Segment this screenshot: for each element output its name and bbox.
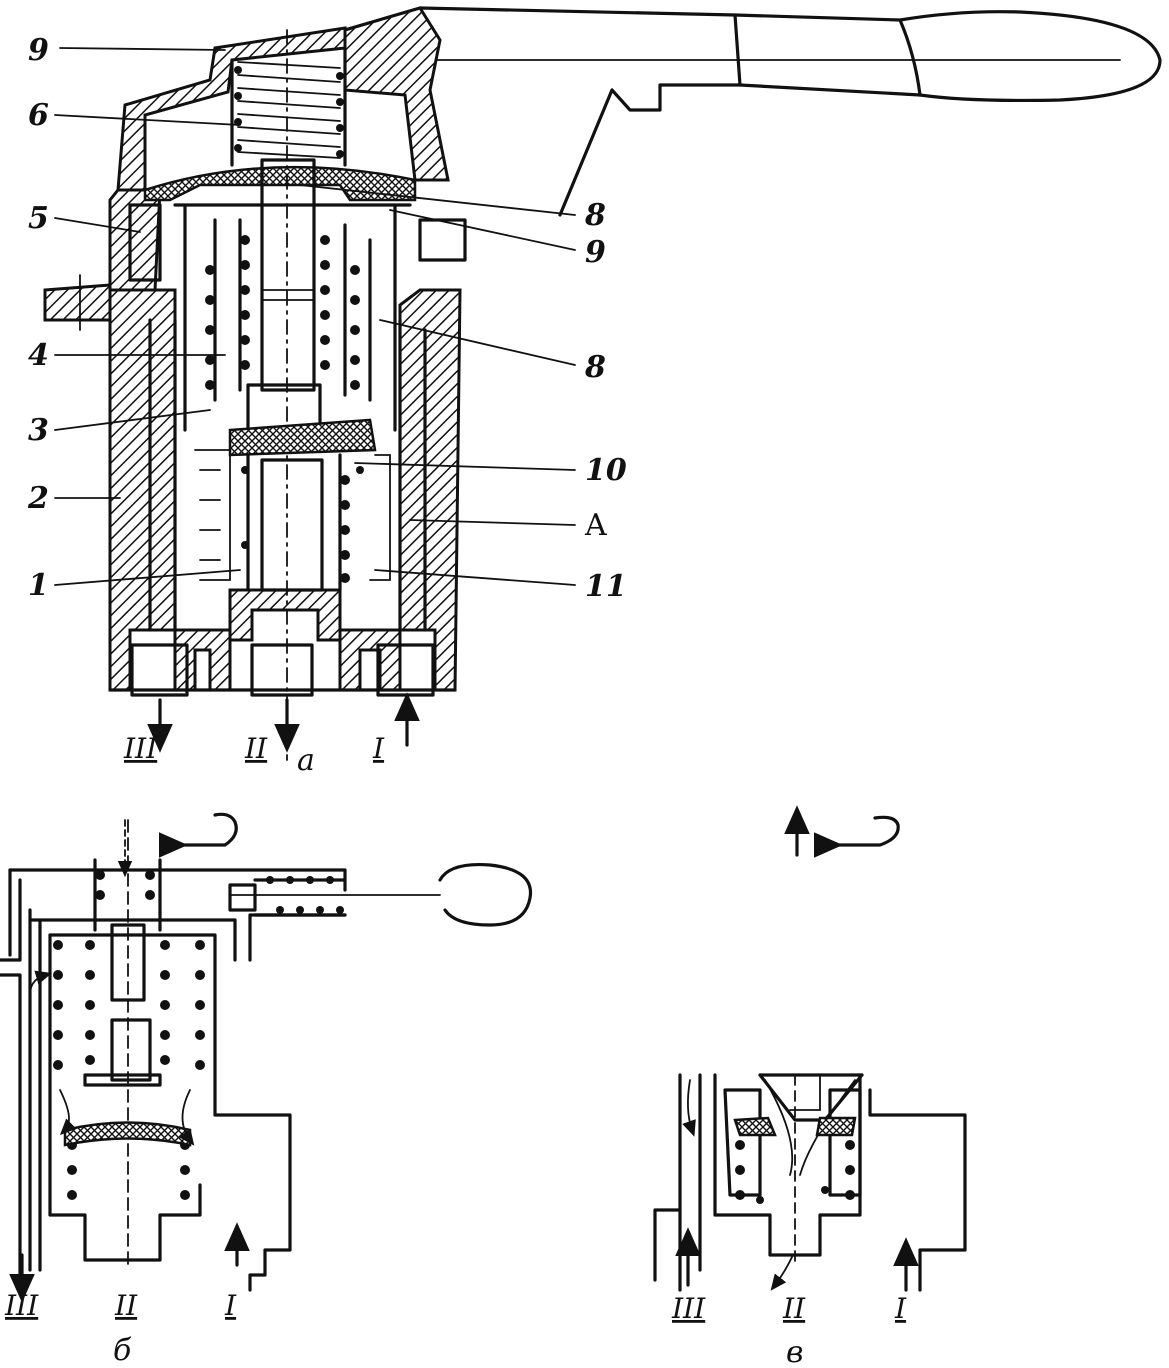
port-ii-label-b: II bbox=[114, 1289, 138, 1322]
port-i-label-c: I bbox=[894, 1292, 907, 1325]
callout-8-mid: 8 bbox=[584, 350, 606, 385]
springs-c bbox=[735, 1140, 855, 1204]
figure-a-valve-section: 9 6 5 4 3 2 1 8 9 8 10 A 11 III II I a bbox=[27, 6, 1162, 778]
callout-3: 3 bbox=[28, 413, 49, 448]
leaders-right bbox=[299, 184, 576, 586]
caption-a: a bbox=[297, 743, 315, 778]
right-bolt bbox=[418, 218, 467, 262]
springs-b bbox=[53, 870, 205, 1200]
handle-lever bbox=[343, 6, 1162, 217]
callout-9-left: 9 bbox=[28, 33, 49, 68]
port-ii-label: II bbox=[244, 732, 268, 765]
rubber-diaphragm bbox=[143, 165, 417, 202]
callout-1: 1 bbox=[28, 568, 49, 603]
port-ii-bore bbox=[250, 643, 314, 697]
callout-9-right: 9 bbox=[585, 235, 606, 270]
supply-channel bbox=[398, 318, 427, 632]
callout-5: 5 bbox=[28, 201, 49, 236]
callout-2: 2 bbox=[27, 481, 49, 516]
port-iii-label-b: III bbox=[4, 1289, 39, 1322]
rotation-arrow-b bbox=[159, 812, 238, 858]
upper-spring bbox=[230, 46, 347, 167]
exhaust-channel bbox=[148, 318, 177, 632]
rotation-arrow-c bbox=[814, 815, 900, 858]
left-bolt bbox=[128, 203, 162, 282]
handle-b bbox=[228, 862, 533, 927]
diaphragm-c-right bbox=[815, 1116, 857, 1137]
valve-body-housing bbox=[108, 188, 462, 692]
port-ii-label-c: II bbox=[782, 1292, 806, 1325]
figure-b-schematic: III II I б bbox=[0, 812, 533, 1368]
diaphragm-b bbox=[63, 1121, 192, 1147]
inlet-exhaust-valve bbox=[194, 418, 391, 592]
leaders-left bbox=[54, 47, 241, 586]
port-iii-label-c: III bbox=[671, 1292, 706, 1325]
callout-8-top: 8 bbox=[584, 198, 606, 233]
callout-a-chamber: A bbox=[584, 508, 607, 543]
port-i-label: I bbox=[372, 732, 385, 765]
figure-c-schematic: III II I в bbox=[653, 805, 967, 1368]
port-iii-bore bbox=[130, 643, 189, 697]
callout-4: 4 bbox=[28, 338, 49, 373]
diaphragm-c-left bbox=[733, 1116, 777, 1137]
callout-6: 6 bbox=[28, 98, 49, 133]
caption-b: б bbox=[113, 1333, 132, 1368]
caption-c: в bbox=[786, 1335, 803, 1368]
callout-10: 10 bbox=[585, 453, 627, 488]
mounting-lug bbox=[43, 274, 112, 331]
piston-springs bbox=[173, 203, 412, 432]
port-iii-label: III bbox=[123, 732, 158, 765]
port-i-label-b: I bbox=[224, 1289, 237, 1322]
plunger-stem bbox=[246, 29, 322, 761]
callout-11: 11 bbox=[585, 569, 627, 604]
